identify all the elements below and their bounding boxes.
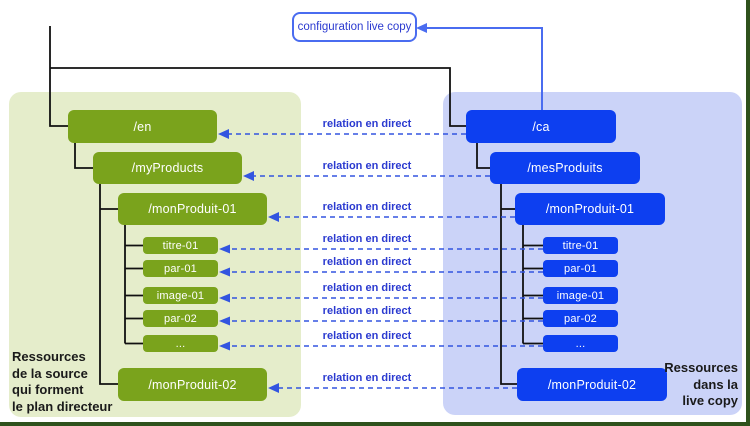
- tree-node-monProduit-01-source: /monProduit-01: [118, 193, 267, 225]
- tree-node-ellipsis-livecopy: ...: [543, 335, 618, 352]
- source-caption: Ressources de la source qui forment le p…: [12, 349, 113, 414]
- page-border-right: [746, 0, 750, 426]
- page-border-bottom: [0, 422, 750, 426]
- tree-node-monProduit-02-livecopy: /monProduit-02: [517, 368, 667, 401]
- relation-label: relation en direct: [322, 282, 412, 294]
- relation-label: relation en direct: [322, 118, 412, 130]
- relation-label: relation en direct: [322, 160, 412, 172]
- tree-node-par-02-source: par-02: [143, 310, 218, 327]
- relation-label: relation en direct: [322, 201, 412, 213]
- tree-node-par-01-livecopy: par-01: [543, 260, 618, 277]
- tree-node-titre-01-livecopy: titre-01: [543, 237, 618, 254]
- relation-label: relation en direct: [322, 372, 412, 384]
- tree-node-ellipsis-source: ...: [143, 335, 218, 352]
- relation-label: relation en direct: [322, 256, 412, 268]
- tree-connectors: [49, 26, 543, 385]
- source-panel: [9, 92, 301, 417]
- tree-node-mesProduits: /mesProduits: [490, 152, 640, 184]
- tree-node-myProducts: /myProducts: [93, 152, 242, 184]
- tree-node-titre-01-source: titre-01: [143, 237, 218, 254]
- tree-node-image-01-source: image-01: [143, 287, 218, 304]
- relation-arrowheads: [218, 129, 279, 393]
- relation-label: relation en direct: [322, 305, 412, 317]
- relation-label: relation en direct: [322, 233, 412, 245]
- tree-node-image-01-livecopy: image-01: [543, 287, 618, 304]
- tree-node-par-01-source: par-01: [143, 260, 218, 277]
- tree-node-ca: /ca: [466, 110, 616, 143]
- config-livecopy-box: configuration live copy: [292, 12, 417, 42]
- config-arrow: [416, 23, 543, 110]
- tree-node-en: /en: [68, 110, 217, 143]
- tree-node-par-02-livecopy: par-02: [543, 310, 618, 327]
- tree-node-monProduit-01-livecopy: /monProduit-01: [515, 193, 665, 225]
- tree-node-monProduit-02-source: /monProduit-02: [118, 368, 267, 401]
- livecopy-caption: Ressources dans la live copy: [664, 360, 738, 408]
- relation-label: relation en direct: [322, 330, 412, 342]
- relation-arrows: [228, 133, 543, 389]
